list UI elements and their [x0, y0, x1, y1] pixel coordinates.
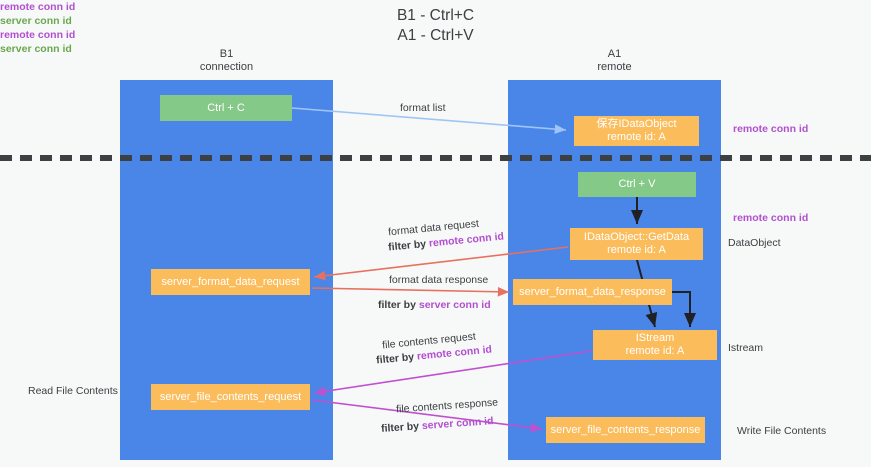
filter-by-text-2: filter by: [378, 299, 416, 311]
filter-by-text-4: filter by: [380, 420, 420, 435]
node-ctrl-v[interactable]: Ctrl + V: [578, 172, 696, 197]
annotation-left-remote-conn-id-2: remote conn id: [0, 29, 76, 41]
section-divider: [0, 155, 871, 161]
annotation-dataobject: DataObject: [728, 237, 781, 249]
server-conn-id-text-2: server conn id: [421, 415, 494, 433]
annotation-left-server-conn-id: server conn id: [0, 15, 72, 27]
node-server-file-contents-response[interactable]: server_file_contents_response: [546, 417, 705, 443]
node-istream[interactable]: IStream remote id: A: [593, 330, 717, 360]
annotation-left-ids-top: remote conn id server conn id: [0, 0, 871, 28]
annotation-remote-conn-id-mid: remote conn id: [733, 212, 809, 224]
node-idataobject[interactable]: 保存IDataObject remote id: A: [574, 116, 699, 146]
node-server-format-data-response[interactable]: server_format_data_response: [513, 279, 672, 305]
label-filter-by-server-conn-id-1: filter by server conn id: [378, 298, 491, 312]
label-filter-by-server-conn-id-2: filter by server conn id: [381, 414, 494, 436]
node-idataobject-getdata[interactable]: IDataObject::GetData remote id: A: [570, 228, 703, 260]
label-format-data-response: format data response: [389, 274, 489, 286]
node-ctrl-c[interactable]: Ctrl + C: [160, 95, 292, 121]
annotation-remote-conn-id-top: remote conn id: [733, 123, 809, 135]
server-conn-id-text-1: server conn id: [418, 299, 491, 311]
edge-format-list: [291, 107, 567, 134]
edge-format-data-request: [313, 246, 569, 281]
edge-format-data-response: [311, 286, 510, 297]
label-format-list: format list: [400, 102, 446, 114]
annotation-write-file-contents: Write File Contents: [737, 425, 827, 437]
node-server-format-data-request[interactable]: server_format_data_request: [151, 269, 310, 295]
edge-file-contents-request: [313, 350, 592, 397]
edge-response-istream: [672, 291, 696, 327]
filter-by-text-3: filter by: [375, 350, 415, 367]
filter-by-text-1: filter by: [387, 237, 427, 254]
annotation-left-remote-conn-id: remote conn id: [0, 1, 76, 13]
lane-title-a1: A1 remote: [597, 48, 632, 73]
lane-title-b1: B1 connection: [199, 48, 254, 73]
annotation-left-server-conn-id-2: server conn id: [0, 43, 72, 55]
node-server-file-contents-request[interactable]: server_file_contents_request: [151, 384, 310, 410]
annotation-read-file-contents: Read File Contents: [28, 385, 118, 397]
page-title: B1 - Ctrl+C A1 - Ctrl+V: [396, 7, 475, 44]
edge-file-contents-response: [311, 399, 543, 433]
annotation-istream: Istream: [728, 342, 764, 354]
annotation-left-ids-bottom: remote conn id server conn id: [0, 28, 871, 56]
label-file-contents-response: file contents response: [395, 396, 499, 416]
